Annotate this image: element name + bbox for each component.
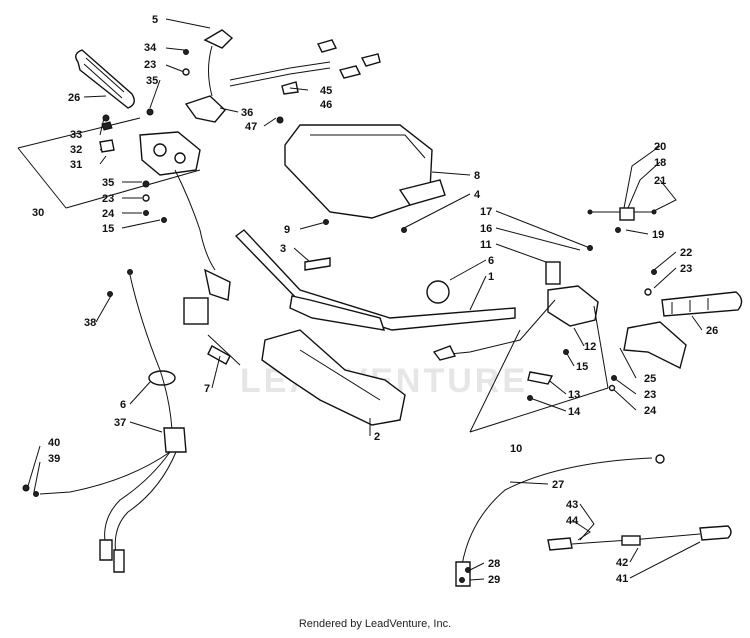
throttle-cable-assembly [39, 274, 187, 573]
callout-23-right: 23 [680, 263, 692, 275]
callout-18: 18 [654, 157, 666, 169]
callout-46: 46 [320, 99, 332, 111]
callout-14: 14 [568, 406, 581, 418]
callout-23-lower-right: 23 [644, 389, 656, 401]
right-grip [661, 291, 743, 317]
callout-24-right: 24 [644, 405, 657, 417]
callout-17: 17 [480, 206, 492, 218]
callout-44: 44 [566, 515, 579, 527]
wiring-harness [547, 525, 732, 551]
callout-3: 3 [280, 243, 286, 255]
callout-41: 41 [616, 573, 628, 585]
handlebar-support [261, 329, 406, 426]
right-upper-bracket [592, 207, 652, 221]
callout-4: 4 [474, 189, 481, 201]
handlebar-tube [234, 229, 516, 331]
callout-23-lower: 23 [102, 193, 114, 205]
leader-lines [17, 18, 703, 581]
render-credit: Rendered by LeadVenture, Inc. [298, 618, 452, 630]
callout-10: 10 [510, 443, 522, 455]
callout-28: 28 [488, 558, 500, 570]
callout-20: 20 [654, 141, 666, 153]
right-switch-housing [432, 261, 599, 361]
callout-6: 6 [488, 255, 494, 267]
left-grip [75, 49, 135, 109]
callout-33: 33 [70, 129, 82, 141]
callout-26: 26 [68, 92, 80, 104]
callout-40: 40 [48, 437, 60, 449]
callout-11: 11 [480, 239, 492, 251]
brake-lever [623, 321, 687, 370]
callout-16: 16 [480, 223, 492, 235]
callout-35: 35 [146, 75, 158, 87]
kill-switch [183, 297, 241, 366]
callout-29: 29 [488, 574, 500, 586]
callout-7: 7 [204, 383, 210, 395]
callout-32: 32 [70, 144, 82, 156]
handlebar-pad [284, 124, 446, 219]
callout-12: 12 [584, 341, 596, 353]
callout-19: 19 [652, 229, 664, 241]
callout-26-right: 26 [706, 325, 718, 337]
callout-36: 36 [241, 107, 253, 119]
callout-5: 5 [152, 14, 158, 26]
callout-1: 1 [488, 271, 494, 283]
ring-clip-right [426, 280, 450, 304]
callout-21: 21 [654, 175, 666, 187]
callout-13: 13 [568, 389, 580, 401]
callout-31: 31 [70, 159, 82, 171]
callout-47: 47 [245, 121, 257, 133]
callout-2: 2 [374, 431, 380, 443]
callout-9: 9 [284, 224, 290, 236]
throttle-bracket [184, 29, 381, 123]
callout-25: 25 [644, 373, 656, 385]
callout-6-left: 6 [120, 399, 126, 411]
callout-39: 39 [48, 453, 60, 465]
callout-37: 37 [114, 417, 126, 429]
callout-35-lower: 35 [102, 177, 114, 189]
callout-22: 22 [680, 247, 692, 259]
callout-15-right: 15 [576, 361, 588, 373]
callout-labels: 5 34 23 35 26 45 46 36 47 33 32 31 35 23… [32, 14, 718, 586]
callout-8: 8 [474, 170, 480, 182]
callout-45: 45 [320, 85, 332, 97]
left-switch-housing [139, 131, 231, 301]
callout-24: 24 [102, 208, 115, 220]
callout-43: 43 [566, 499, 578, 511]
callout-23: 23 [144, 59, 156, 71]
ring-clip-left [148, 370, 176, 386]
callout-30: 30 [32, 207, 44, 219]
callout-34: 34 [144, 42, 157, 54]
callout-15: 15 [102, 223, 114, 235]
callout-27: 27 [552, 479, 564, 491]
hardware [22, 49, 657, 583]
callout-42: 42 [616, 557, 628, 569]
callout-38: 38 [84, 317, 96, 329]
